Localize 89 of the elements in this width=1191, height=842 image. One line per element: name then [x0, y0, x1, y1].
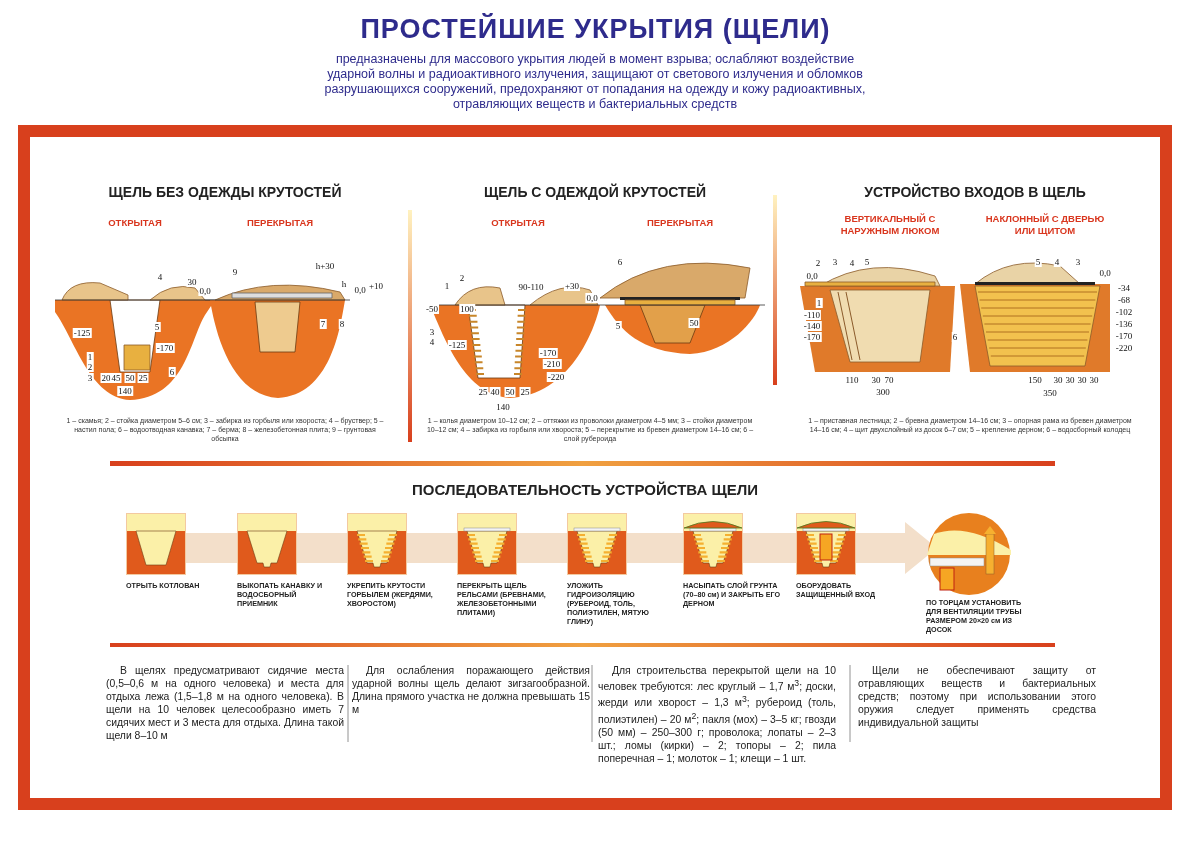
dimension-label: 25	[137, 373, 149, 383]
dimension-label: 7	[319, 319, 327, 329]
dimension-label: 3	[831, 257, 839, 267]
dimension-label: 140	[495, 402, 511, 412]
dimension-label: 0,0	[805, 271, 819, 281]
subtitle: предназначены для массового укрытия людей в момент взрыва; ослабляют воздействие ударной волны и радиоактивного излучения, защищают от светового излучения и обломков разрушающихся сооружений, предохраняют от попадания на одежду и кожу радиоактивных, отравляющих веществ и бактериальных средств	[323, 52, 867, 112]
subheading: ОТКРЫТАЯ	[107, 217, 163, 229]
dimension-label: -110	[802, 310, 822, 320]
dimension-label: -170	[155, 343, 175, 353]
dimension-label: 30	[870, 375, 882, 385]
dimension-label: -68	[1117, 295, 1131, 305]
dimension-label: -125	[72, 328, 92, 338]
note-paragraph: Щели не обеспечивают защиту от отравляющих веществ и бактериальных средств; поэтому при использовании этого оружия следует применять средства индивидуальной защиты	[858, 664, 1096, 729]
section-heading: УСТРОЙСТВО ВХОДОВ В ЩЕЛЬ	[863, 184, 1087, 200]
subheading: ПЕРЕКРЫТАЯ	[245, 217, 315, 229]
dimension-label: 350	[1042, 388, 1058, 398]
dimension-label: 1	[86, 352, 94, 362]
dimension-label: 90-110	[517, 282, 545, 292]
dimension-label: 1	[815, 298, 823, 308]
subheading: ПЕРЕКРЫТАЯ	[645, 217, 715, 229]
dimension-label: 1	[443, 281, 451, 291]
dimension-label: 50	[124, 373, 136, 383]
dimension-label: 3	[1074, 257, 1082, 267]
dimension-label: 0,0	[353, 285, 367, 295]
section-heading: ЩЕЛЬ С ОДЕЖДОЙ КРУТОСТЕЙ	[482, 184, 708, 200]
dimension-label: h+30	[314, 261, 336, 271]
dimension-label: -210	[542, 359, 562, 369]
section-heading: ЩЕЛЬ БЕЗ ОДЕЖДЫ КРУТОСТЕЙ	[107, 184, 343, 200]
dimension-label: 4	[156, 272, 164, 282]
dimension-label: 4	[428, 337, 436, 347]
note-paragraph: Для ослабления поражающего действия ударной волны щель делают зигзагообразной. Длина прямого участка не должна превышать 15 м	[352, 664, 590, 716]
dimension-label: 8	[338, 319, 346, 329]
dimension-label: 5	[1034, 257, 1042, 267]
dimension-label: 0,0	[198, 286, 212, 296]
dimension-label: 70	[883, 375, 895, 385]
dimension-label: 45	[110, 373, 122, 383]
dimension-label: 0,0	[585, 293, 599, 303]
dimension-label: -170	[802, 332, 822, 342]
dimension-label: -125	[447, 340, 467, 350]
dimension-label: 110	[844, 375, 860, 385]
dimension-label: 30	[1052, 375, 1064, 385]
dimension-label: 150	[1027, 375, 1043, 385]
dimension-label: 30	[186, 277, 198, 287]
dimension-label: 300	[875, 387, 891, 397]
dimension-label: -220	[1114, 343, 1134, 353]
dimension-label: 2	[458, 273, 466, 283]
dimension-label: 50	[504, 387, 516, 397]
dimension-label: 100	[459, 304, 475, 314]
dimension-label: 30	[1088, 375, 1100, 385]
dimension-label: 140	[117, 386, 133, 396]
dimension-label: -170	[1114, 331, 1134, 341]
dimension-label: 5	[153, 322, 161, 332]
dimension-label: +10	[367, 281, 385, 291]
dimension-label: 5	[863, 257, 871, 267]
dimension-label: 40	[489, 387, 501, 397]
dimension-label: -220	[546, 372, 566, 382]
note-paragraph: В щелях предусматривают сидячие места (0,5–0,6 м на одного человека) и места для отдыха лежа (1,5–1,8 м на одного человека). В щели на 10 человек целесообразно иметь 7 сидячих мест и 3 места для отдыха. Длина такой щели 8–10 м	[106, 664, 344, 742]
dimension-label: 25	[519, 387, 531, 397]
dimension-label: +30	[563, 281, 581, 291]
dimension-label: 6	[951, 332, 959, 342]
subheading: ОТКРЫТАЯ	[490, 217, 546, 229]
dimension-label: 2	[86, 362, 94, 372]
dimension-label: 30	[1064, 375, 1076, 385]
section-heading: ПОСЛЕДОВАТЕЛЬНОСТЬ УСТРОЙСТВА ЩЕЛИ	[411, 481, 759, 498]
dimension-label: 25	[477, 387, 489, 397]
dimension-label: 3	[86, 373, 94, 383]
note-paragraph: Для строительства перекрытой щели на 10 человек требуются: лес круглый – 1,7 м$^{3}$; доски, жерди или хворост – 1,3 м$^{3}$; рубероид (толь, полиэтилен) – 20 м$^{2}$; пакля (мох) – 3–5 кг; гвозди (50 мм) – 250–300 г; проволока; лопаты – 2–3 шт.; ломы (кирки) – 2; топоры – 2; пила поперечная – 1; молоток – 1; клещи – 1 шт.	[598, 664, 836, 766]
dimension-label: 5	[614, 321, 622, 331]
dimension-label: -50	[425, 304, 439, 314]
dimension-label: -102	[1114, 307, 1134, 317]
dimension-label: 4	[848, 258, 856, 268]
dimension-label: 50	[688, 318, 700, 328]
dimension-label: 9	[231, 267, 239, 277]
dimension-label: 3	[428, 327, 436, 337]
dimension-label: -170	[538, 348, 558, 358]
dimension-label: 0,0	[1098, 268, 1112, 278]
dimension-label: 30	[1076, 375, 1088, 385]
dimension-label: -136	[1114, 319, 1134, 329]
dimension-label: -34	[1117, 283, 1131, 293]
subheading: ВЕРТИКАЛЬНЫЙ С НАРУЖНЫМ ЛЮКОМ	[839, 213, 941, 237]
title: ПРОСТЕЙШИЕ УКРЫТИЯ (ЩЕЛИ)	[359, 14, 832, 45]
dimension-label: h	[340, 279, 348, 289]
dimension-label: 6	[616, 257, 624, 267]
dimension-label: -140	[802, 321, 822, 331]
dimension-label: 4	[1053, 257, 1061, 267]
subheading: НАКЛОННЫЙ С ДВЕРЬЮ ИЛИ ЩИТОМ	[984, 213, 1106, 237]
dimension-label: 2	[814, 258, 822, 268]
dimension-label: 20	[100, 373, 112, 383]
dimension-label: 6	[168, 367, 176, 377]
